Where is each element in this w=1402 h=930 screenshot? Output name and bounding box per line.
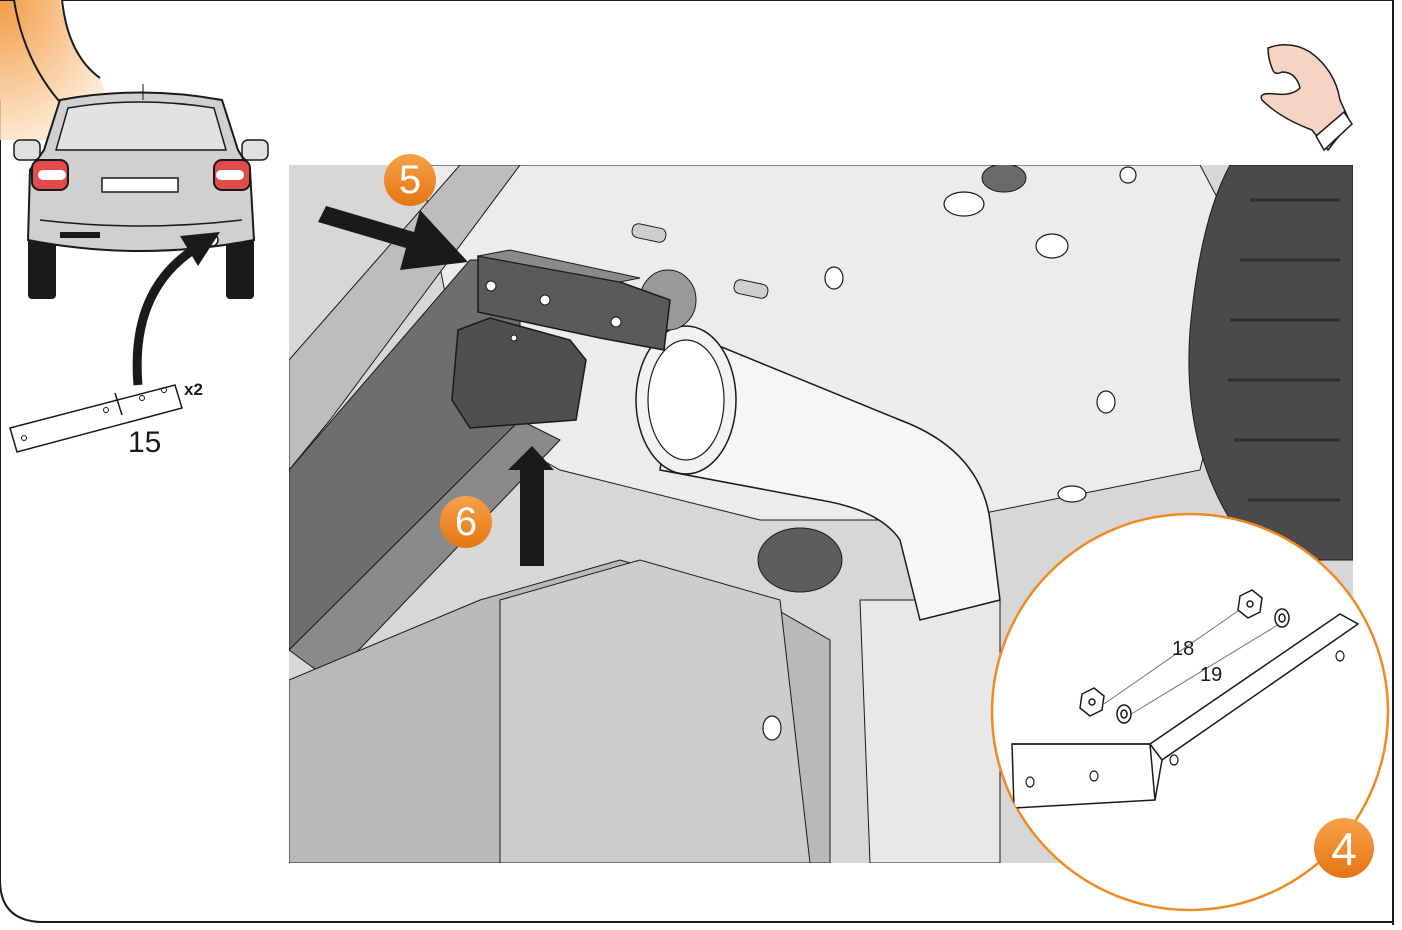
nut-part-number: 18 (1172, 638, 1195, 660)
lift-arrow-icon (508, 446, 554, 566)
detail-zoom-circle (990, 512, 1390, 912)
step-6-badge (440, 496, 492, 548)
page-left-bottom-border (0, 100, 1393, 923)
step-5-badge (384, 154, 436, 206)
car-rear-view-icon (13, 84, 269, 299)
bracket-quantity: x2 (184, 380, 203, 399)
step-4-number: 4 (1331, 823, 1357, 875)
pinch-hand-icon (1260, 44, 1353, 152)
step-5-number: 5 (398, 158, 422, 202)
washer-part-number: 19 (1200, 664, 1223, 686)
curved-arrow-icon (132, 232, 220, 386)
step-4-badge (1314, 818, 1374, 878)
bracket-part-number: 15 (128, 426, 162, 459)
page-right-border (1392, 0, 1394, 925)
bracket-part-15 (9, 384, 183, 453)
push-arrow-icon (318, 206, 468, 270)
step-6-number: 6 (454, 500, 478, 544)
